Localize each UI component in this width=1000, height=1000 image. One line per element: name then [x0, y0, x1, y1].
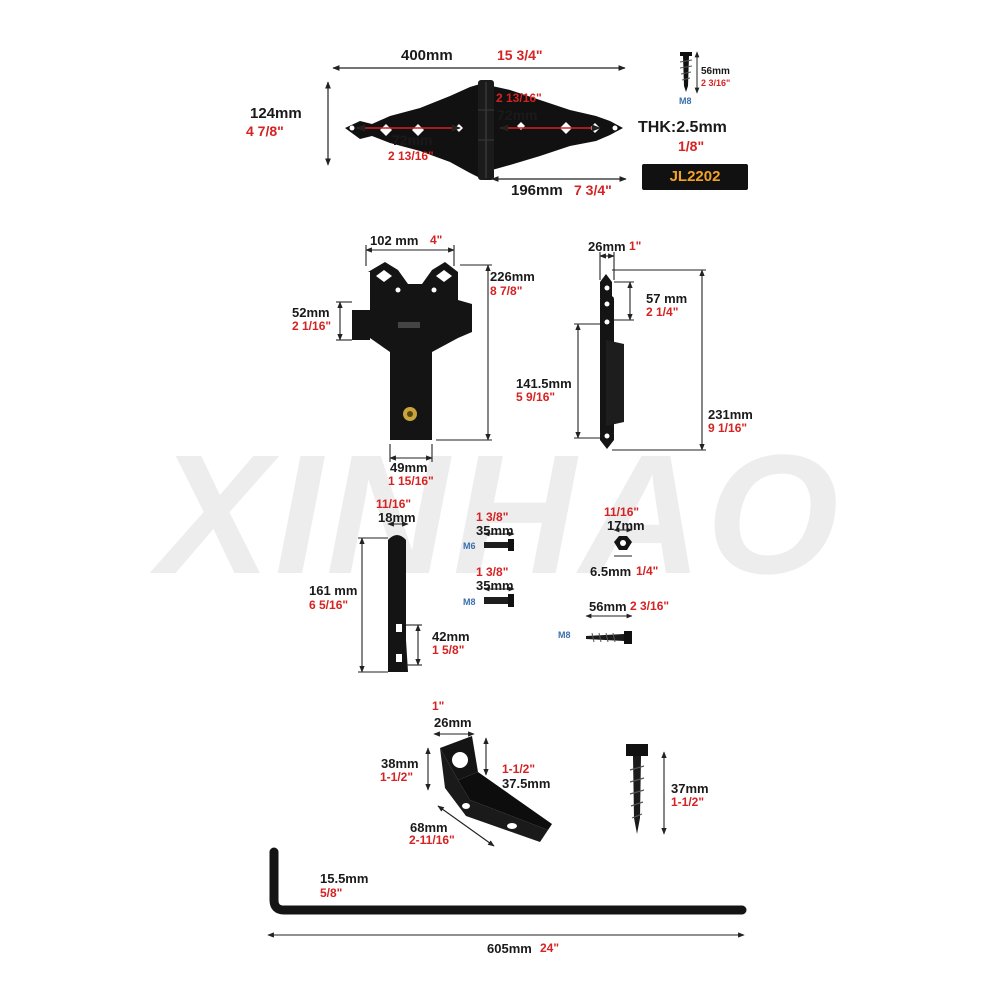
handle-hole-in: 2 1/4"	[646, 305, 679, 319]
strap-hinge	[345, 80, 623, 180]
bracket-height-in: 1-1/2"	[380, 770, 414, 784]
rod-length-in: 24"	[540, 941, 560, 955]
hinge-right-pitch-in: 2 13/16"	[496, 91, 542, 105]
handle-overall-in: 9 1/16"	[708, 421, 748, 435]
hinge-height-mm: 124mm	[250, 105, 302, 122]
hinge-thickness-mm: THK:2.5mm	[638, 119, 727, 136]
watermark: XINHAO	[157, 420, 843, 610]
handle-grip-mm: 141.5mm	[516, 376, 572, 391]
guide-dimension-lines	[358, 521, 422, 673]
lag-screw-length-mm: 56mm	[589, 599, 627, 614]
bolt-m8-length-mm: 35mm	[476, 578, 514, 593]
latch-slot-mm: 52mm	[292, 305, 330, 320]
bracket-width-in: 1"	[432, 699, 445, 713]
short-screw-length-mm: 37mm	[671, 781, 709, 796]
bracket-height-mm: 38mm	[381, 756, 419, 771]
lag-screw-drawing	[585, 613, 633, 644]
handle-overall-mm: 231mm	[708, 407, 753, 422]
handle-grip-in: 5 9/16"	[516, 390, 556, 404]
bracket-dimension-lines	[425, 731, 495, 847]
handle-width-mm: 26mm	[588, 239, 626, 254]
hinge-screw-drawing	[679, 51, 700, 94]
bracket-length-mm: 68mm	[410, 820, 448, 835]
latch-slot-in: 2 1/16"	[292, 319, 332, 333]
nut-width-in: 11/16"	[604, 505, 640, 519]
bolt-m6-size: M6	[463, 541, 476, 551]
hinge-right-pitch-mm: 72mm	[497, 107, 538, 123]
latch-bottom-in: 1 15/16"	[388, 474, 434, 488]
latch-height-mm: 226mm	[490, 269, 535, 284]
pull-handle	[600, 274, 624, 449]
nut-thickness-mm: 6.5mm	[590, 564, 632, 579]
latch-width-mm: 102 mm	[370, 233, 419, 248]
hinge-dimension-lines	[325, 65, 627, 182]
hinge-overall-in: 15 3/4"	[497, 47, 543, 63]
hinge-left-pitch-in: 2 13/16"	[388, 149, 434, 163]
latch-height-in: 8 7/8"	[490, 284, 523, 298]
guide-hole-mm: 42mm	[432, 629, 470, 644]
nut-thickness-in: 1/4"	[636, 564, 659, 578]
model-badge: JL2202	[642, 164, 748, 190]
bolt-m6-drawing	[483, 531, 515, 551]
lag-screw-length-in: 2 3/16"	[630, 599, 670, 613]
bracket-width-mm: 26mm	[434, 715, 472, 730]
rod-hook-in: 5/8"	[320, 886, 343, 900]
bolt-m8-length-in: 1 3/8"	[476, 565, 509, 579]
handle-dimension-lines	[574, 252, 706, 451]
hinge-overall-mm: 400mm	[401, 47, 453, 64]
hinge-left-pitch-mm: 72mm	[392, 132, 433, 148]
short-screw-drawing	[626, 744, 667, 835]
bracket-hole-in: 1-1/2"	[502, 762, 536, 776]
nut-drawing	[613, 527, 633, 557]
guide-hole-in: 1 5/8"	[432, 643, 465, 657]
guide-height-in: 6 5/16"	[309, 598, 349, 612]
latch-width-in: 4"	[430, 233, 443, 247]
rod-length-mm: 605mm	[487, 941, 532, 956]
lag-screw-size: M8	[558, 630, 571, 640]
latch-bottom-mm: 49mm	[390, 460, 428, 475]
hinge-thickness-in: 1/8"	[678, 138, 705, 154]
bolt-m8-size: M8	[463, 597, 476, 607]
guide-width-in: 11/16"	[376, 497, 412, 511]
drop-rod-guide	[388, 535, 408, 672]
bracket-length-in: 2-11/16"	[409, 833, 455, 847]
bracket-hole-mm: 37.5mm	[502, 776, 551, 791]
bolt-m6-length-in: 1 3/8"	[476, 510, 509, 524]
hinge-height-in: 4 7/8"	[246, 123, 284, 139]
hinge-screw-length-in: 2 3/16"	[701, 78, 731, 88]
bolt-m8-drawing	[483, 586, 515, 607]
hinge-leaf-mm: 196mm	[511, 182, 563, 199]
nut-width-mm: 17mm	[607, 518, 645, 533]
handle-hole-mm: 57 mm	[646, 291, 688, 306]
short-screw-length-in: 1-1/2"	[671, 795, 705, 809]
rod-hook-mm: 15.5mm	[320, 871, 369, 886]
hinge-leaf-in: 7 3/4"	[574, 182, 612, 198]
handle-width-in: 1"	[629, 239, 642, 253]
latch-dimension-lines	[336, 245, 492, 462]
hinge-screw-length-mm: 56mm	[701, 66, 730, 77]
guide-width-mm: 18mm	[378, 510, 416, 525]
drop-rod	[267, 847, 747, 938]
guide-height-mm: 161 mm	[309, 583, 358, 598]
hinge-screw-size: M8	[679, 96, 692, 106]
bolt-m6-length-mm: 35mm	[476, 523, 514, 538]
latch-plate	[352, 262, 472, 440]
